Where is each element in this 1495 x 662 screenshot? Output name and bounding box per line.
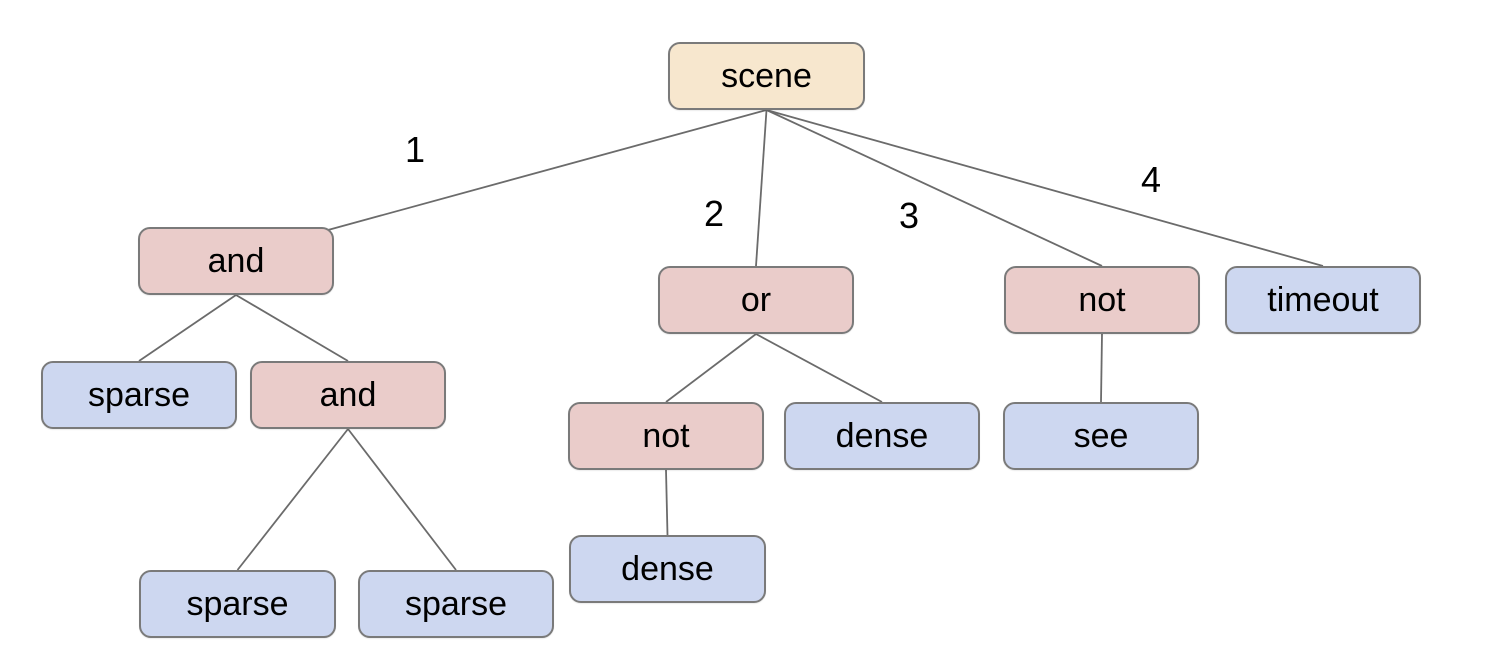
node-sparse3: sparse: [358, 570, 554, 638]
node-sparse2: sparse: [139, 570, 336, 638]
node-and1: and: [138, 227, 334, 295]
node-sparse1: sparse: [41, 361, 237, 429]
edge-scene-and1: [327, 109, 767, 231]
node-not1: not: [1004, 266, 1200, 334]
edge-or1-dense1: [755, 333, 883, 403]
node-or1: or: [658, 266, 854, 334]
edge-not1-see: [1100, 333, 1103, 403]
node-dense2: dense: [569, 535, 766, 603]
node-scene: scene: [668, 42, 865, 110]
edge-label-2: 2: [703, 193, 725, 234]
edge-not2-dense2: [665, 469, 669, 536]
edge-scene-timeout: [766, 109, 1324, 267]
edge-label-3: 3: [898, 195, 920, 236]
edge-scene-or1: [755, 109, 768, 267]
edge-and2-sparse3: [347, 428, 457, 571]
edge-label-4: 4: [1140, 159, 1162, 200]
edge-and1-and2: [235, 294, 349, 362]
node-not2: not: [568, 402, 764, 470]
node-and2: and: [250, 361, 446, 429]
edge-and2-sparse2: [236, 428, 349, 571]
node-see: see: [1003, 402, 1199, 470]
edge-or1-not2: [665, 333, 757, 403]
node-timeout: timeout: [1225, 266, 1421, 334]
node-dense1: dense: [784, 402, 980, 470]
edge-scene-not1: [766, 109, 1103, 267]
edge-and1-sparse1: [138, 294, 237, 362]
edge-label-1: 1: [404, 129, 426, 170]
